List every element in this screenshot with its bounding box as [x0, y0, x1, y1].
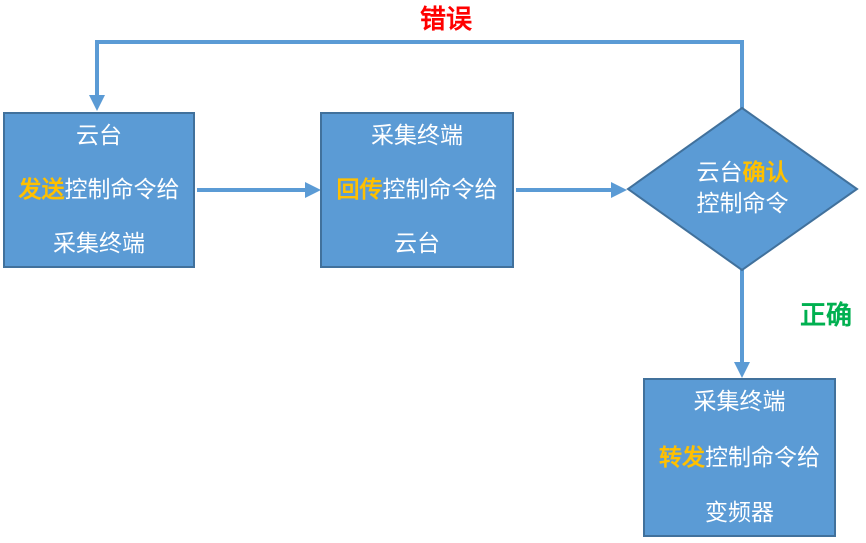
decision-diamond-shape — [626, 106, 859, 272]
confirm-to-forward-arrowhead-icon — [734, 362, 750, 378]
node-send-command: 云台 发送控制命令给 采集终端 — [3, 112, 195, 268]
node-return-command: 采集终端 回传控制命令给 云台 — [320, 112, 514, 268]
node-forward-command: 采集终端 转发控制命令给 变频器 — [643, 378, 836, 537]
error-feedback-arrowhead-icon — [89, 95, 105, 111]
node-confirm-decision: 云台确认 控制命令 — [628, 157, 857, 219]
node-send-line2: 发送控制命令给 — [5, 175, 193, 203]
send-to-return-arrowhead-icon — [305, 182, 321, 198]
edge-label-error: 错误 — [420, 4, 473, 34]
node-confirm-line1: 云台确认 — [628, 157, 857, 188]
node-return-line2: 回传控制命令给 — [322, 175, 512, 203]
return-to-confirm-arrowhead-icon — [611, 182, 627, 198]
highlight-word-return: 回传 — [336, 176, 383, 202]
node-forward-line2: 转发控制命令给 — [645, 443, 834, 471]
highlight-word-forward: 转发 — [659, 443, 705, 470]
node-confirm-line1-prefix: 云台 — [696, 159, 743, 185]
error-feedback-line — [95, 40, 744, 110]
node-send-line1: 云台 — [76, 122, 122, 148]
node-return-line3: 云台 — [394, 230, 440, 256]
highlight-word-confirm: 确认 — [742, 159, 789, 185]
node-return-line2-rest: 控制命令给 — [382, 176, 498, 202]
node-forward-line3: 变频器 — [705, 499, 774, 525]
node-return-line1: 采集终端 — [371, 122, 463, 148]
node-confirm-line2: 控制命令 — [696, 190, 789, 216]
highlight-word-send: 发送 — [18, 176, 65, 202]
node-send-line2-rest: 控制命令给 — [64, 176, 180, 202]
edge-label-success: 正确 — [800, 300, 853, 330]
node-forward-line1: 采集终端 — [693, 388, 786, 414]
node-send-line3: 采集终端 — [53, 230, 145, 256]
node-forward-line2-rest: 控制命令给 — [705, 443, 820, 470]
